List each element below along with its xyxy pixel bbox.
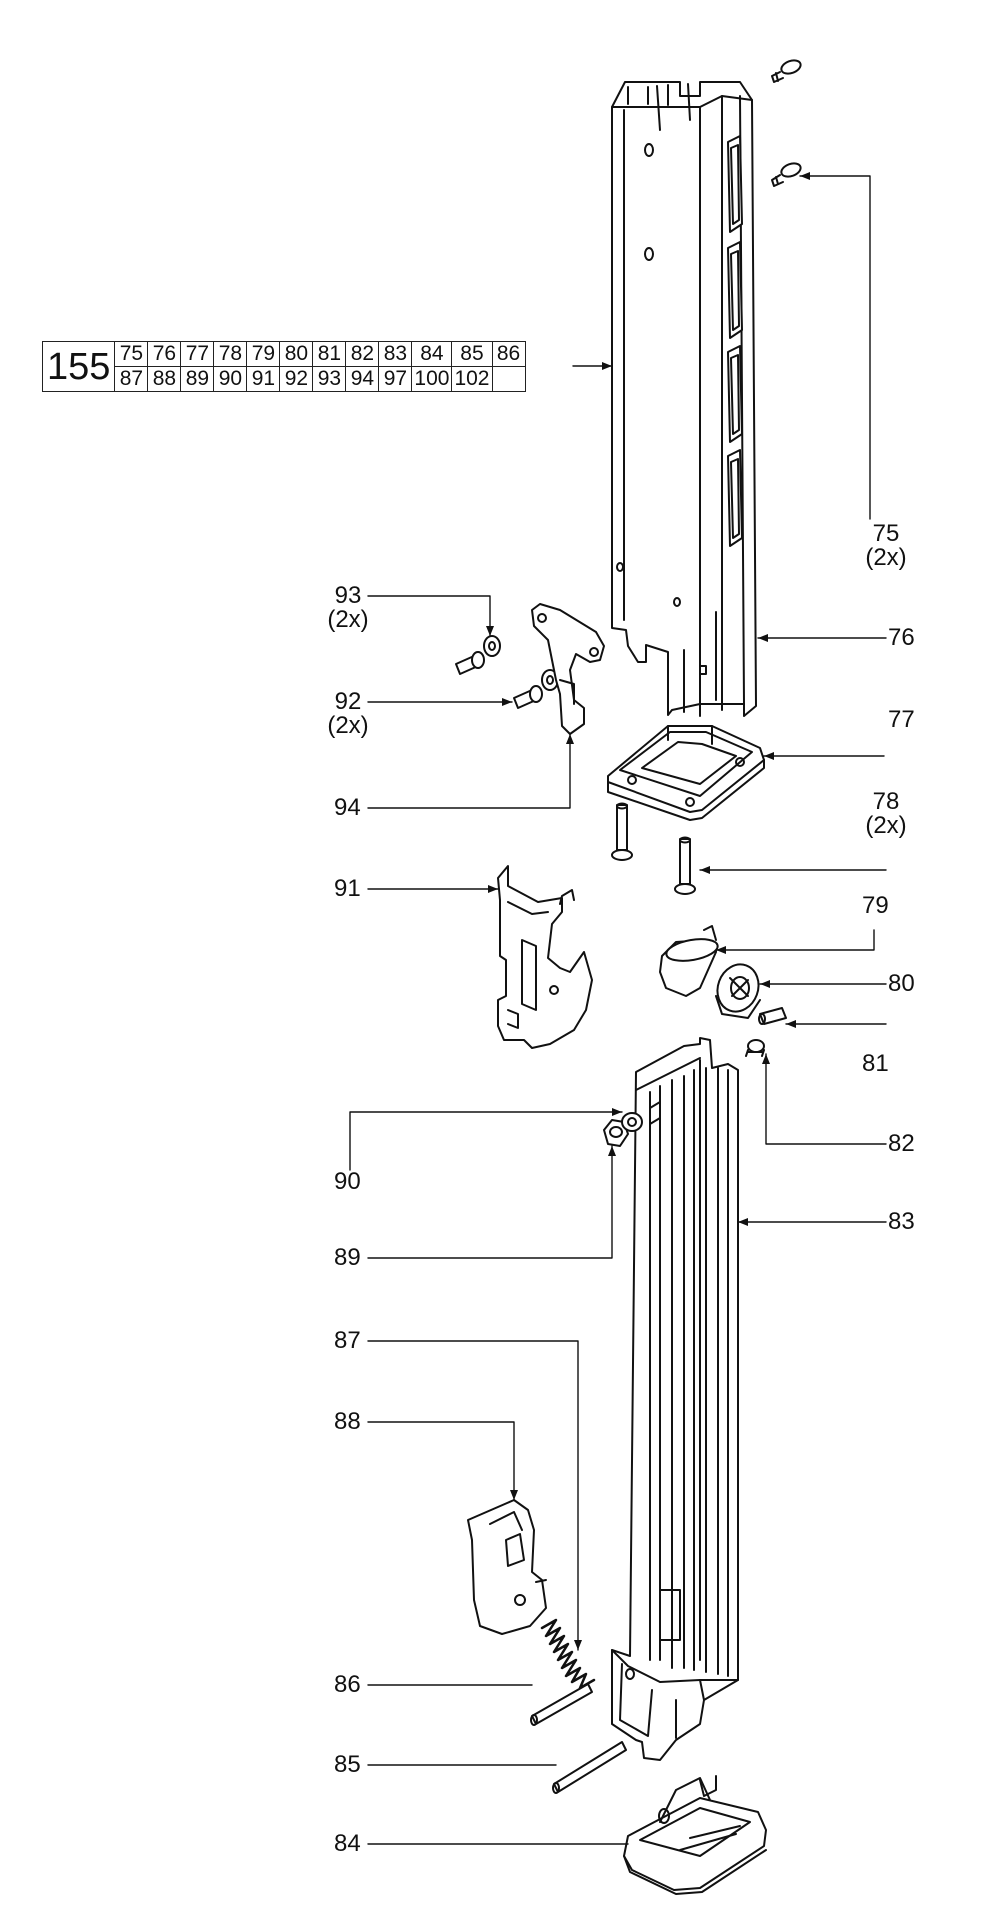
callout-86: 86 [334,1671,361,1698]
callout-92-number: 92 [334,688,362,715]
latch-part-88 [467,1499,547,1635]
kit-cell [491,366,526,392]
plate-part-94 [531,603,605,735]
kit-cell: 86 [491,341,526,367]
kit-cell: 85 [451,341,493,367]
lower-column-part-83 [611,1037,739,1761]
callout-82: 82 [888,1130,915,1157]
kit-cell: 90 [213,366,248,392]
callout-75-qty: (2x) [865,544,907,571]
callout-84: 84 [334,1830,361,1857]
callout-92-qty: (2x) [327,712,369,739]
callout-76: 76 [888,624,915,651]
callout-80: 80 [888,970,915,997]
pin-part-86 [530,1683,593,1726]
callout-79: 79 [862,892,889,919]
kit-cell: 78 [213,341,248,367]
kit-cell: 102 [451,366,493,392]
kit-cell: 84 [411,341,453,367]
callout-78: 78 (2x) [858,790,914,838]
foot-part-84 [623,1775,767,1895]
kit-cell: 97 [378,366,413,392]
kit-cell: 77 [180,341,215,367]
kit-cell: 79 [246,341,281,367]
arrowheads [486,172,810,1650]
callout-94: 94 [334,794,361,821]
callout-75: 75 (2x) [858,522,914,570]
roller-part-80 [715,963,761,1019]
bracket-part-91 [497,865,593,1049]
screw-part-82 [745,1039,765,1057]
leader-lines [349,175,887,1845]
screw-washer-part-93 [455,635,501,675]
nut-part-89 [603,1119,629,1147]
callout-91: 91 [334,875,361,902]
callout-78-qty: (2x) [865,812,907,839]
kit-cell: 81 [312,341,347,367]
callout-81: 81 [862,1050,889,1077]
kit-cell: 88 [147,366,182,392]
callout-88: 88 [334,1408,361,1435]
callout-93: 93 (2x) [320,584,376,632]
callout-90: 90 [334,1168,361,1195]
kit-cell: 100 [411,366,453,392]
callout-78-number: 78 [872,788,900,815]
kit-number: 155 [41,341,116,392]
kit-cell: 83 [378,341,413,367]
callout-93-number: 93 [334,582,362,609]
callout-89: 89 [334,1244,361,1271]
kit-cell: 76 [147,341,182,367]
callout-93-qty: (2x) [327,606,369,633]
kit-cell: 89 [180,366,215,392]
screw-part-92 [513,669,559,709]
pin-part-81 [758,1007,787,1025]
callout-85: 85 [334,1751,361,1778]
kit-cell: 91 [246,366,281,392]
kit-cell: 93 [312,366,347,392]
callout-75-number: 75 [872,520,900,547]
callout-77: 77 [888,706,915,733]
pin-part-85 [552,1741,627,1794]
sleeve-part-79 [659,925,719,997]
pins-part-78 [611,802,696,895]
washer-part-90 [621,1112,643,1132]
callout-83: 83 [888,1208,915,1235]
kit-cell: 87 [114,366,149,392]
base-plate-part-77 [607,725,765,821]
callout-92: 92 (2x) [320,690,376,738]
kit-cell: 80 [279,341,314,367]
kit-parts-table: 155 75 76 77 78 79 80 81 82 83 84 85 86 … [41,341,526,392]
screws-part-75 [771,59,802,187]
kit-cell: 75 [114,341,149,367]
kit-cell: 92 [279,366,314,392]
spring-part-87 [540,1618,596,1690]
callout-87: 87 [334,1327,361,1354]
upper-column-part-76 [611,81,757,717]
kit-cell: 94 [345,366,380,392]
kit-cell: 82 [345,341,380,367]
